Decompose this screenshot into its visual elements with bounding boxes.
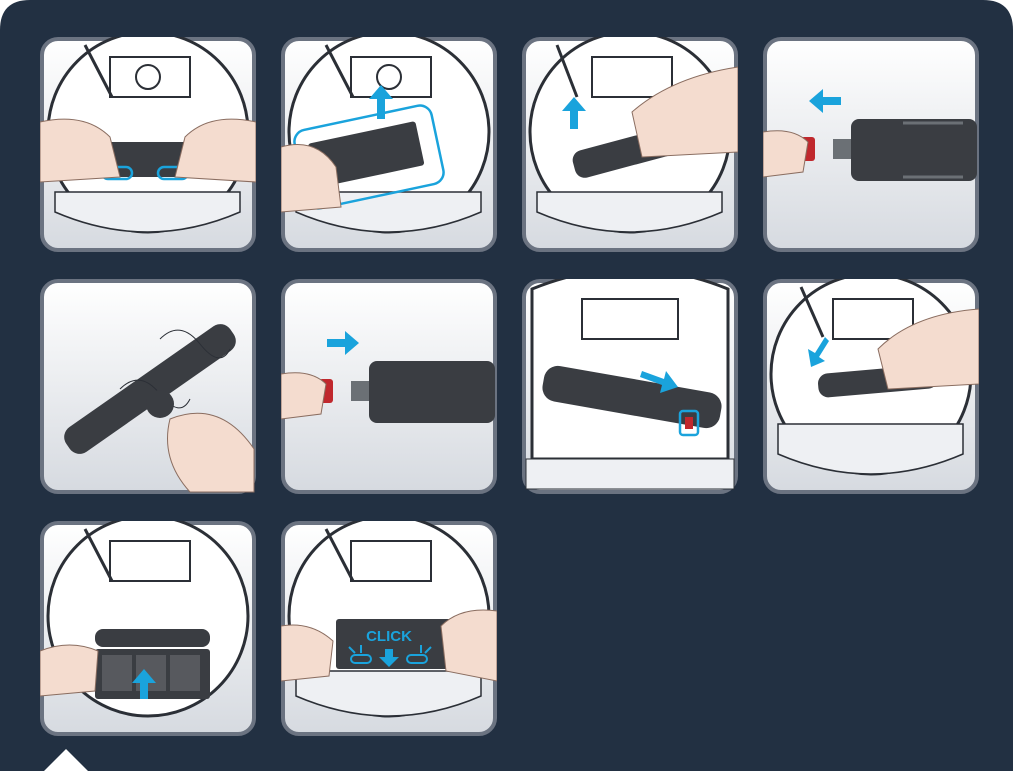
replace-brush-cover-step-icon <box>40 521 256 736</box>
insert-main-brush-step-icon <box>522 279 738 494</box>
step-tile-3 <box>522 37 738 252</box>
step-tile-6 <box>281 279 497 494</box>
snap-cover-click-step-icon: CLICK <box>281 521 497 736</box>
step-tile-10: CLICK <box>281 521 497 736</box>
step-tile-7 <box>522 279 738 494</box>
reattach-end-cap-step-icon <box>281 279 497 494</box>
lower-main-brush-step-icon <box>763 279 979 494</box>
step-tile-4 <box>763 37 979 252</box>
remove-end-cap-step-icon <box>763 37 979 252</box>
click-label: CLICK <box>366 628 412 645</box>
step-tile-5 <box>40 279 256 494</box>
lift-brush-cover-step-icon <box>281 37 497 252</box>
clean-hair-from-brush-step-icon <box>40 279 256 494</box>
remove-brush-cover-step-icon <box>40 37 256 252</box>
step-tile-8 <box>763 279 979 494</box>
step-tile-9 <box>40 521 256 736</box>
step-tile-2 <box>281 37 497 252</box>
lift-main-brush-step-icon <box>522 37 738 252</box>
step-tile-1 <box>40 37 256 252</box>
